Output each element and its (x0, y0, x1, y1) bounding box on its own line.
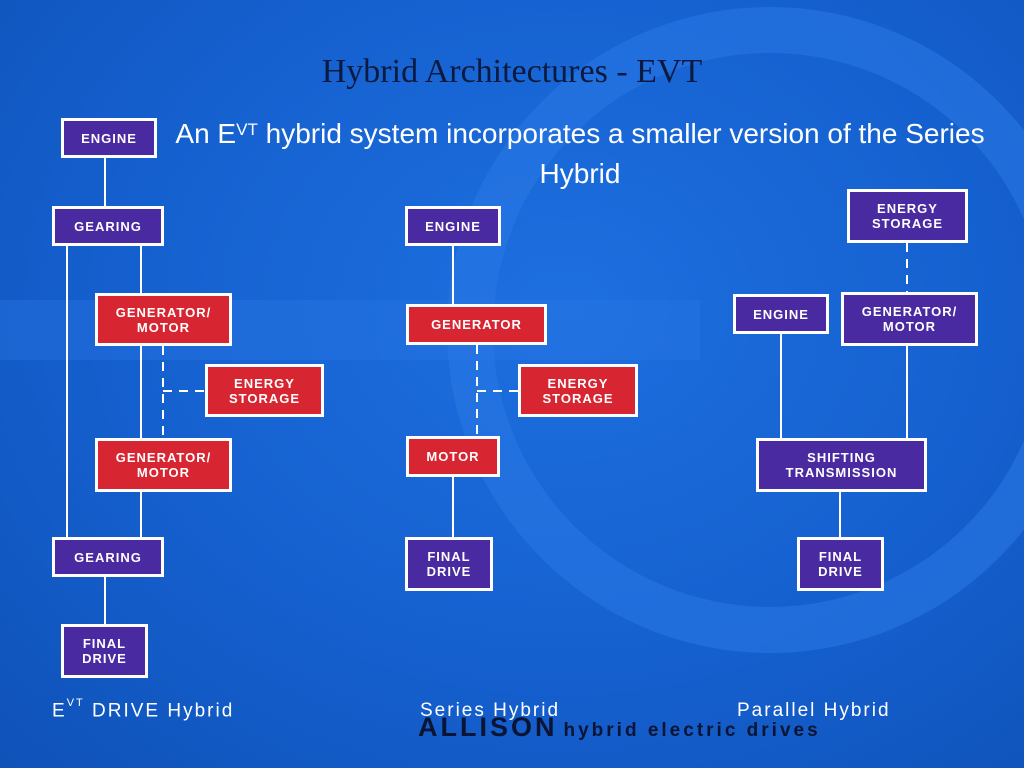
series-energy-storage-box: Energy Storage (518, 364, 638, 417)
evt-label-base: E (52, 700, 67, 722)
evt-diagram-label: EVT DRIVE Hybrid (52, 697, 235, 722)
brand-tagline: hybrid electric drives (563, 720, 821, 741)
parallel-final-drive-box: Final Drive (797, 537, 884, 591)
subtitle-post: hybrid system incorporates a smaller ver… (257, 118, 985, 189)
evt-engine-box: Engine (61, 118, 157, 158)
series-motor-box: Motor (406, 436, 500, 477)
parallel-diagram-label: Parallel Hybrid (737, 700, 891, 721)
subtitle-sup: VT (236, 120, 258, 139)
parallel-shifting-transmission-box: Shifting Transmission (756, 438, 927, 492)
evt-generator-motor-top-box: Generator/ Motor (95, 293, 232, 346)
evt-label-rest: DRIVE Hybrid (84, 700, 235, 722)
brand-name: ALLISON (418, 712, 558, 742)
subtitle: An EVT hybrid system incorporates a smal… (170, 114, 990, 194)
subtitle-pre: An E (175, 118, 237, 149)
series-generator-box: Generator (406, 304, 547, 345)
series-final-drive-box: Final Drive (405, 537, 493, 591)
parallel-engine-box: Engine (733, 294, 829, 334)
series-diagram-label: Series Hybrid (420, 700, 561, 721)
evt-generator-motor-bottom-box: Generator/ Motor (95, 438, 232, 492)
evt-label-sup: VT (66, 697, 85, 709)
evt-gearing-bottom-box: Gearing (52, 537, 164, 577)
page-title: Hybrid Architectures - EVT (321, 53, 703, 90)
parallel-generator-motor-box: Generator/ Motor (841, 292, 978, 346)
evt-energy-storage-box: Energy Storage (205, 364, 324, 417)
parallel-energy-storage-box: Energy Storage (847, 189, 968, 243)
evt-final-drive-box: Final Drive (61, 624, 148, 678)
evt-gearing-top-box: Gearing (52, 206, 164, 246)
series-engine-box: Engine (405, 206, 501, 246)
